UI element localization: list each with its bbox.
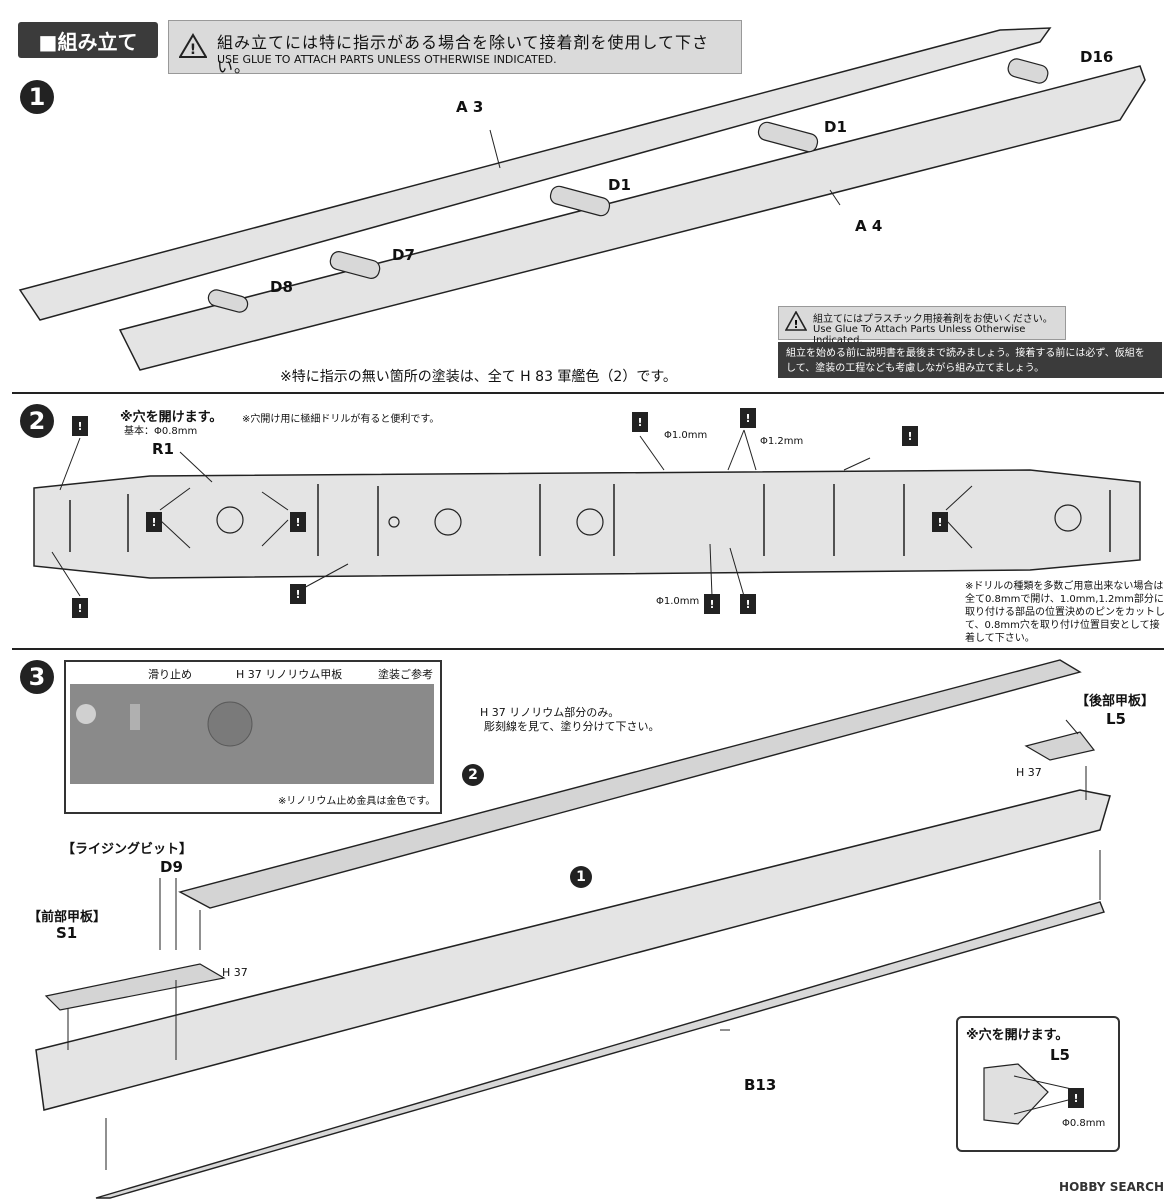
part-a4: A 4 (855, 217, 883, 235)
drill-tip: ※穴開け用に極細ドリルが有ると便利です。 (242, 414, 440, 425)
ref-step-2: 2 (462, 764, 484, 786)
paint-note: ※特に指示の無い箇所の塗装は、全て H 83 軍艦色（2）です。 (280, 369, 677, 385)
part-d1-lower: D1 (608, 176, 631, 194)
step-1-drawing (18, 27, 1146, 371)
svg-text:!: ! (190, 42, 196, 58)
part-d7: D7 (392, 246, 415, 264)
label-paint-ref: 塗装ご参考 (378, 668, 433, 681)
paint-h37-rear: H 37 (1016, 766, 1042, 779)
drill-base: 基本：Φ0.8mm (124, 426, 198, 437)
warn2-en: Use Glue To Attach Parts Unless Otherwis… (813, 324, 1026, 346)
part-r1: R1 (152, 440, 174, 458)
step-1-number: 1 (20, 80, 54, 114)
linoleum-note-2: 彫刻線を見て、塗り分けて下さい。 (484, 720, 660, 733)
rear-deck-label: 【後部甲板】 (1076, 694, 1155, 709)
paint-reference-inset: 滑り止め H 37 リノリウム甲板 塗装ご参考 ※リノリウム止め金具は金色です。 (64, 660, 442, 814)
drill-icon: ! (632, 412, 648, 432)
part-d9: D9 (160, 858, 183, 876)
deck-r1-drawing (33, 429, 1141, 597)
part-l5: L5 (1106, 710, 1126, 728)
plastic-glue-warning: ! 組立てにはプラスチック用接着剤をお使いください。 Use Glue To A… (778, 306, 1066, 346)
divider (12, 648, 1164, 650)
part-d16: D16 (1080, 48, 1114, 66)
warning-jp: 組み立てには特に指示がある場合を除いて接着剤を使用して下さい。 (217, 33, 710, 76)
drill-note: ※ドリルの種類を多数ご用意出来ない場合は全て0.8mmで開け、1.0mm,1.2… (965, 581, 1165, 644)
step-3-drawing (35, 659, 1111, 1199)
drill-icon: ! (740, 594, 756, 614)
box-part-l5: L5 (1050, 1046, 1070, 1064)
paint-h37-front: H 37 (222, 966, 248, 979)
drill-icon: ! (1068, 1088, 1084, 1108)
ref-step-1: 1 (570, 866, 592, 888)
step-3-number: 3 (20, 660, 54, 694)
rising-bit-label: 【ライジングビット】 (62, 842, 193, 857)
warning-icon: ! (785, 311, 807, 331)
drill-icon: ! (290, 512, 306, 532)
label-slip: 滑り止め (148, 668, 192, 681)
phi-1-0-top: Φ1.0mm (664, 430, 708, 441)
drill-icon: ! (704, 594, 720, 614)
drill-icon: ! (932, 512, 948, 532)
divider (12, 392, 1164, 394)
glue-warning: ! 組み立てには特に指示がある場合を除いて接着剤を使用して下さい。 USE GL… (168, 20, 742, 76)
svg-text:!: ! (793, 318, 798, 331)
section-title: ■組み立て (18, 22, 158, 58)
drill-title: ※穴を開けます。 (120, 410, 223, 425)
part-a3: A 3 (456, 98, 484, 116)
box-drill-title: ※穴を開けます。 (966, 1028, 1069, 1043)
label-gold: ※リノリウム止め金具は金色です。 (278, 796, 436, 807)
box-phi: Φ0.8mm (1062, 1118, 1106, 1129)
phi-1-0-bottom: Φ1.0mm (656, 596, 700, 607)
part-s1: S1 (56, 924, 78, 942)
drill-icon: ! (290, 584, 306, 604)
drill-icon: ! (72, 416, 88, 436)
warn2-jp: 組立てにはプラスチック用接着剤をお使いください。 (813, 314, 1053, 325)
drill-icon: ! (902, 426, 918, 446)
drill-icon: ! (740, 408, 756, 428)
watermark: HOBBY SEARCH (1059, 1180, 1164, 1194)
step-2-number: 2 (20, 404, 54, 438)
l5-drawing (983, 1063, 1077, 1125)
part-b13: B13 (744, 1076, 777, 1094)
warning-en: USE GLUE TO ATTACH PARTS UNLESS OTHERWIS… (217, 53, 557, 66)
warning-icon: ! (179, 33, 207, 58)
drill-icon: ! (146, 512, 162, 532)
part-d1-upper: D1 (824, 118, 847, 136)
drill-l5-box: ※穴を開けます。 L5 ! Φ0.8mm (956, 1016, 1120, 1152)
phi-1-2: Φ1.2mm (760, 436, 804, 447)
drill-icon: ! (72, 598, 88, 618)
label-linoleum: H 37 リノリウム甲板 (236, 668, 343, 681)
read-first-note: 組立を始める前に説明書を最後まで読みましょう。接着する前には必ず、仮組をして、塗… (778, 342, 1162, 378)
deck-photo (70, 684, 434, 784)
part-d8: D8 (270, 278, 293, 296)
linoleum-note: H 37 リノリウム部分のみ。 (480, 706, 620, 719)
front-deck-label: 【前部甲板】 (28, 910, 107, 925)
